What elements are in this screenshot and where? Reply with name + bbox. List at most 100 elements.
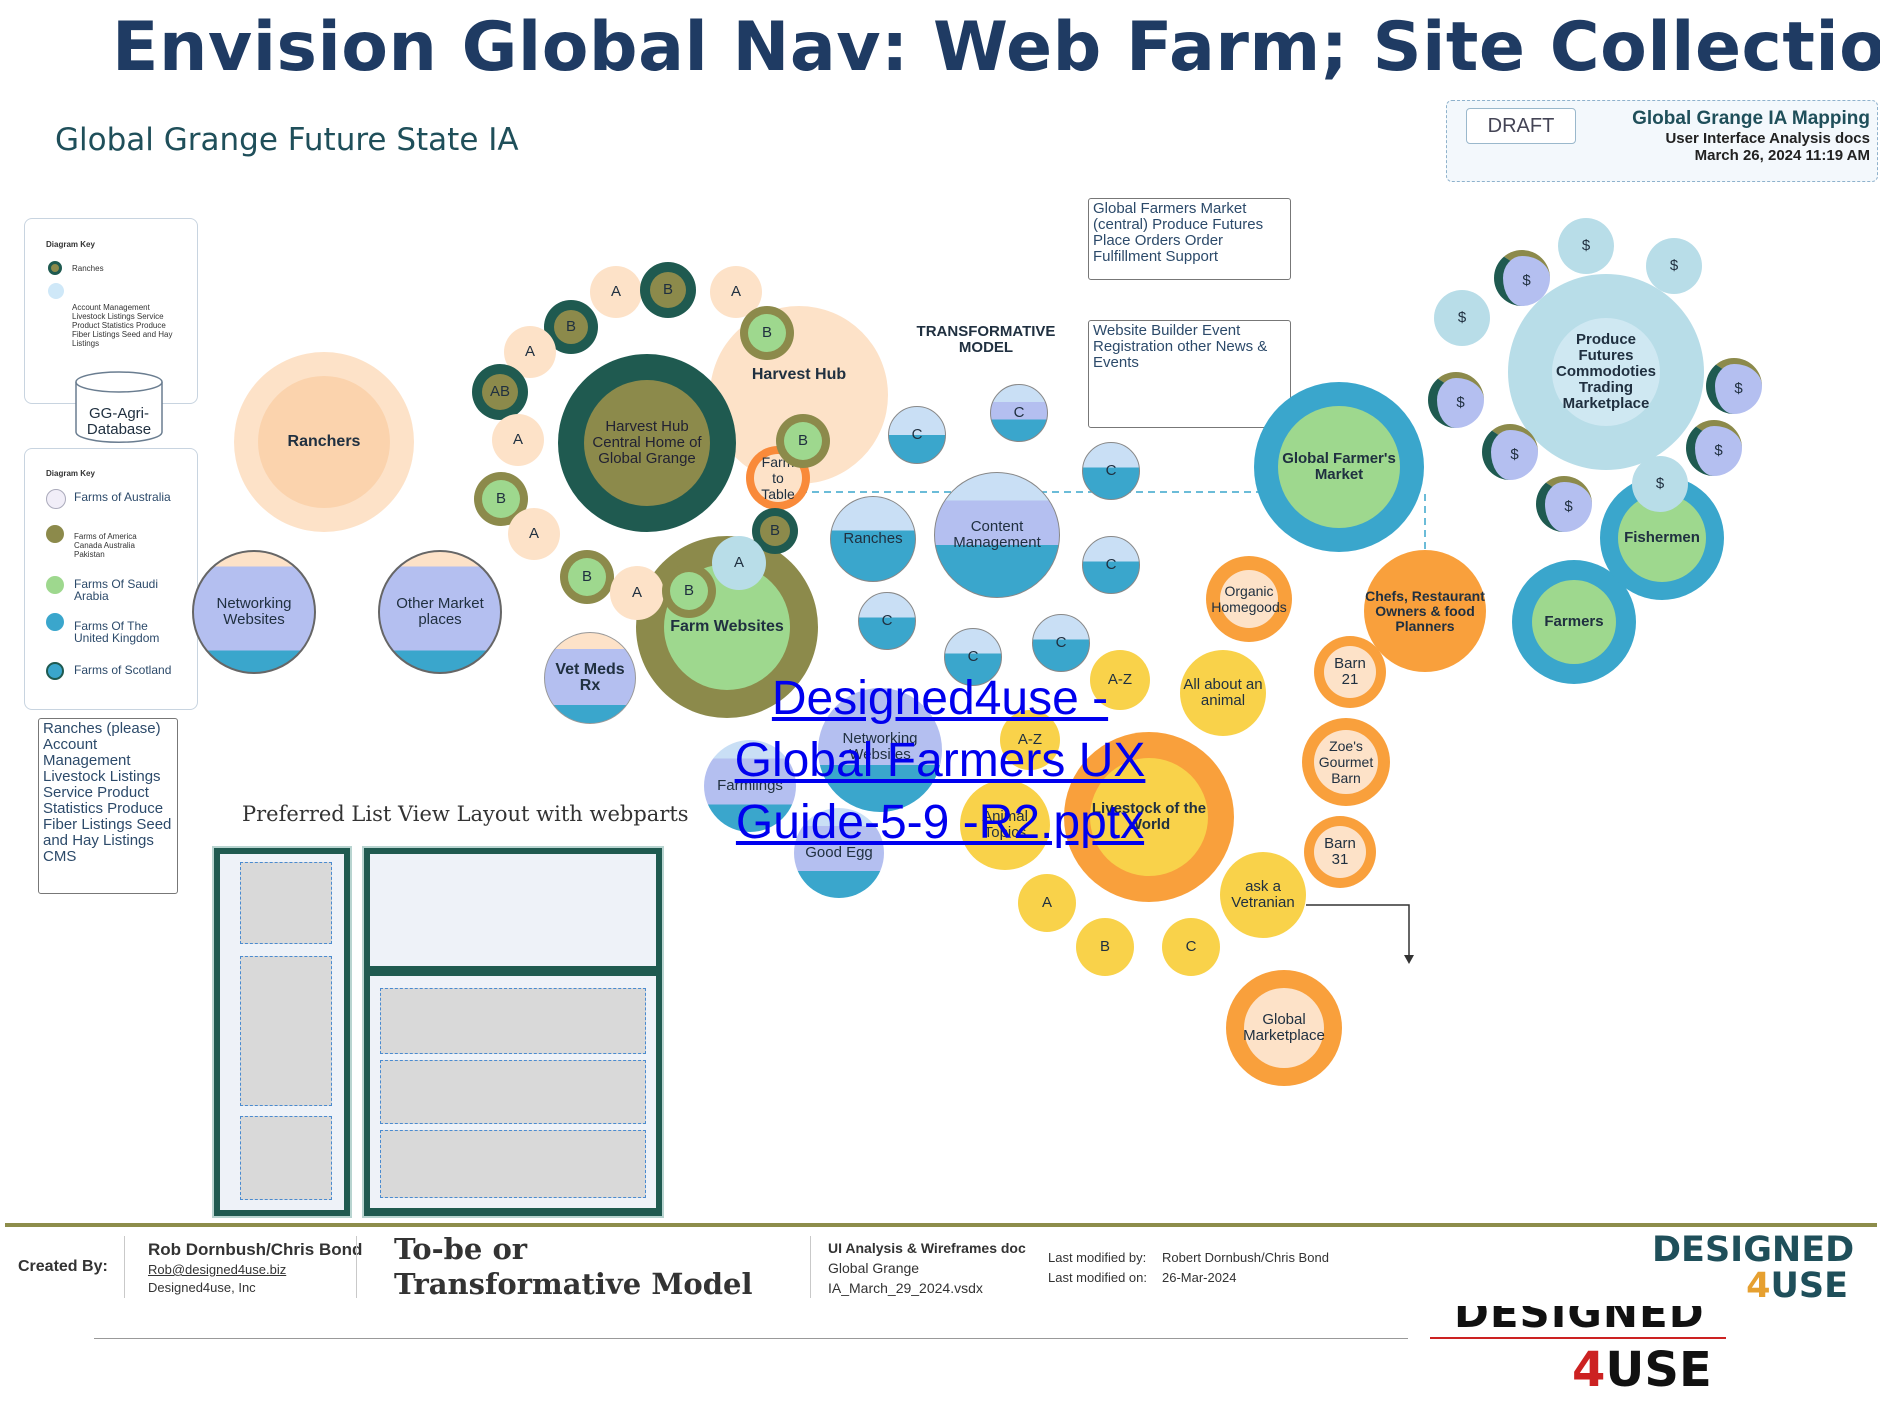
footer-company: Designed4use, Inc [148,1280,256,1295]
footer-client: Global Grange [828,1260,920,1276]
bottom-rule [94,1338,1408,1339]
livestock-node[interactable]: Livestock of the World [1064,732,1234,902]
letter-c-node[interactable]: C [888,406,946,464]
account-swatch [48,283,64,299]
database-label: GG-Agri-Database [86,405,152,438]
modified-by: Robert Dornbush/Chris Bond [1162,1250,1329,1265]
footer-authors: Rob Dornbush/Chris Bond [148,1240,363,1259]
mapping-block: Global Grange IA Mapping User Interface … [1632,108,1870,164]
mapping-title: Global Grange IA Mapping [1632,108,1870,129]
letter-a-node[interactable]: A [1018,874,1076,932]
content-management-node[interactable]: Content Management [934,472,1060,598]
networking-node[interactable]: Networking Websites [192,550,316,674]
dollar-node[interactable]: $ [1706,358,1762,414]
database-icon [75,371,163,443]
letter-c-node[interactable]: C [1162,918,1220,976]
key1-ranches: Ranches [72,264,104,273]
letter-c-node[interactable]: C [1082,536,1140,594]
animal-topics-node[interactable]: Animal Topics [960,780,1050,870]
modified-on-label: Last modified on: [1048,1270,1148,1285]
designed4use-logo-large: DESIGNED 4USE [1430,1306,1726,1398]
dollar-node[interactable]: $ [1646,238,1702,294]
footer-email[interactable]: Rob@designed4use.biz [148,1262,287,1277]
letter-c-node[interactable]: C [990,384,1048,442]
america-swatch [46,525,64,543]
dollar-node[interactable]: $ [1434,290,1490,346]
letter-c-node[interactable]: C [944,628,1002,686]
letter-a-node[interactable]: A [712,536,766,590]
other-market-node[interactable]: Other Market places [378,550,502,674]
key2-saudi: Farms Of Saudi Arabia [74,577,159,603]
networking-websites-2-node[interactable]: Networking Websites [818,688,942,812]
list-view-main [362,846,664,1218]
australia-swatch [46,489,66,509]
letter-b-node[interactable]: B [640,262,696,318]
letter-b-node[interactable]: B [776,414,830,468]
barn-31-node[interactable]: Barn 31 [1304,816,1376,888]
global-marketplace-node[interactable]: Global Marketplace [1226,970,1342,1086]
key1-title: Diagram Key [46,240,95,249]
letter-a-node[interactable]: A [492,414,544,466]
letter-a-node[interactable]: A [610,566,664,620]
list-view-sidebar [212,846,352,1218]
dollar-node[interactable]: $ [1428,372,1484,428]
chefs-node[interactable]: Chefs, Restaurant Owners & food Planners [1364,550,1486,672]
all-about-animal-node[interactable]: All about an animal [1180,650,1266,736]
farm-to-table-node[interactable]: Farm to Table [746,446,810,510]
footer-divider [5,1223,1877,1227]
harvest-hub-central-node[interactable]: Harvest Hub Central Home of Global Grang… [558,354,736,532]
key2-australia: Farms of Australia [74,490,171,504]
ranchers-node[interactable]: Ranchers [234,352,414,532]
footer-separator [356,1236,357,1298]
created-by-label: Created By: [18,1258,108,1275]
letter-c-node[interactable]: C [1082,442,1140,500]
letter-b-node[interactable]: B [560,550,614,604]
dollar-node[interactable]: $ [1494,250,1550,306]
modified-by-label: Last modified by: [1048,1250,1147,1265]
key2-america: Farms of America Canada Australia Pakist… [74,532,137,559]
saudi-swatch [46,576,64,594]
fishermen-node[interactable]: Fishermen [1600,476,1724,600]
draft-badge: DRAFT [1466,108,1576,144]
letter-b-node[interactable]: B [662,564,716,618]
farmers-node[interactable]: Farmers [1512,560,1636,684]
letter-ab-node[interactable]: AB [472,364,528,420]
mapping-sub: User Interface Analysis docs [1665,130,1870,147]
dollar-node[interactable]: $ [1632,456,1688,512]
letter-a-node[interactable]: A [508,508,560,560]
dollar-node[interactable]: $ [1686,420,1742,476]
market-info-box: Global Farmers Market (central) Produce … [1088,198,1291,280]
letter-c-node[interactable]: C [1032,614,1090,672]
letter-b-node[interactable]: B [544,300,598,354]
mapping-date: March 26, 2024 11:19 AM [1694,147,1870,164]
page-title: Envision Global Nav: Web Farm; Site Coll… [112,8,1880,87]
ranches-node[interactable]: Ranches [830,496,916,582]
ranch-swatch [48,261,62,275]
farmlings-node[interactable]: Farmlings [704,740,796,832]
ask-vet-node[interactable]: ask a Vetranian [1220,852,1306,938]
barn-21-node[interactable]: Barn 21 [1314,636,1386,708]
zoes-node[interactable]: Zoe's Gourmet Barn [1302,718,1390,806]
good-egg-node[interactable]: Good Egg [794,808,884,898]
footer-doc: UI Analysis & Wireframes doc [828,1240,1026,1256]
pptx-hyperlink[interactable]: Designed4use - Global Farmers UX Guide-5… [734,672,1146,849]
vet-meds-node[interactable]: Vet Meds Rx [544,632,636,724]
letter-c-node[interactable]: C [858,592,916,650]
dollar-node[interactable]: $ [1482,424,1538,480]
dollar-node[interactable]: $ [1558,218,1614,274]
global-farmers-market-node[interactable]: Global Farmer's Market [1254,382,1424,552]
dollar-node[interactable]: $ [1536,476,1592,532]
uk-swatch [46,613,64,631]
organic-node[interactable]: Organic Homegoods [1206,556,1292,642]
key2-uk: Farms Of The United Kingdom [74,619,160,645]
letter-a-node[interactable]: A [590,266,642,318]
transformative-label: TRANSFORMATIVE MODEL [916,323,1056,356]
a-z-node[interactable]: A-Z [1000,710,1060,770]
letter-b-node[interactable]: B [740,306,794,360]
footer-file: IA_March_29_2024.vsdx [828,1280,983,1296]
letter-b-node[interactable]: B [1076,918,1134,976]
a-z-node[interactable]: A-Z [1090,650,1150,710]
produce-futures-node[interactable]: Produce Futures Commodoties Trading Mark… [1508,274,1704,470]
modified-on: 26-Mar-2024 [1162,1270,1237,1285]
